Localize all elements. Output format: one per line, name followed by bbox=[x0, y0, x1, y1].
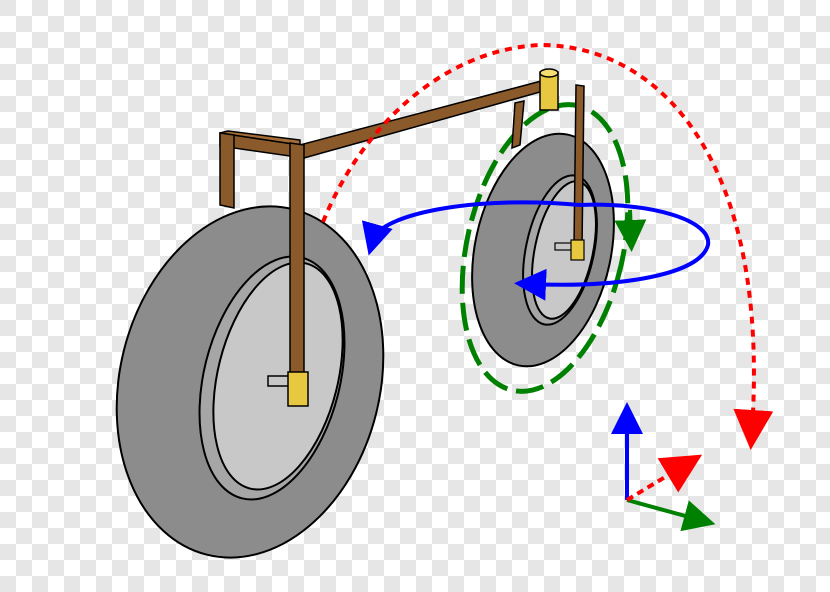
axle-hub-icon bbox=[267, 239, 585, 407]
precession-arrow-icon bbox=[361, 200, 711, 301]
tilt-arrow-icon bbox=[321, 42, 774, 450]
axis-triad-icon bbox=[611, 402, 716, 532]
pivot-bearing-icon bbox=[539, 68, 559, 111]
